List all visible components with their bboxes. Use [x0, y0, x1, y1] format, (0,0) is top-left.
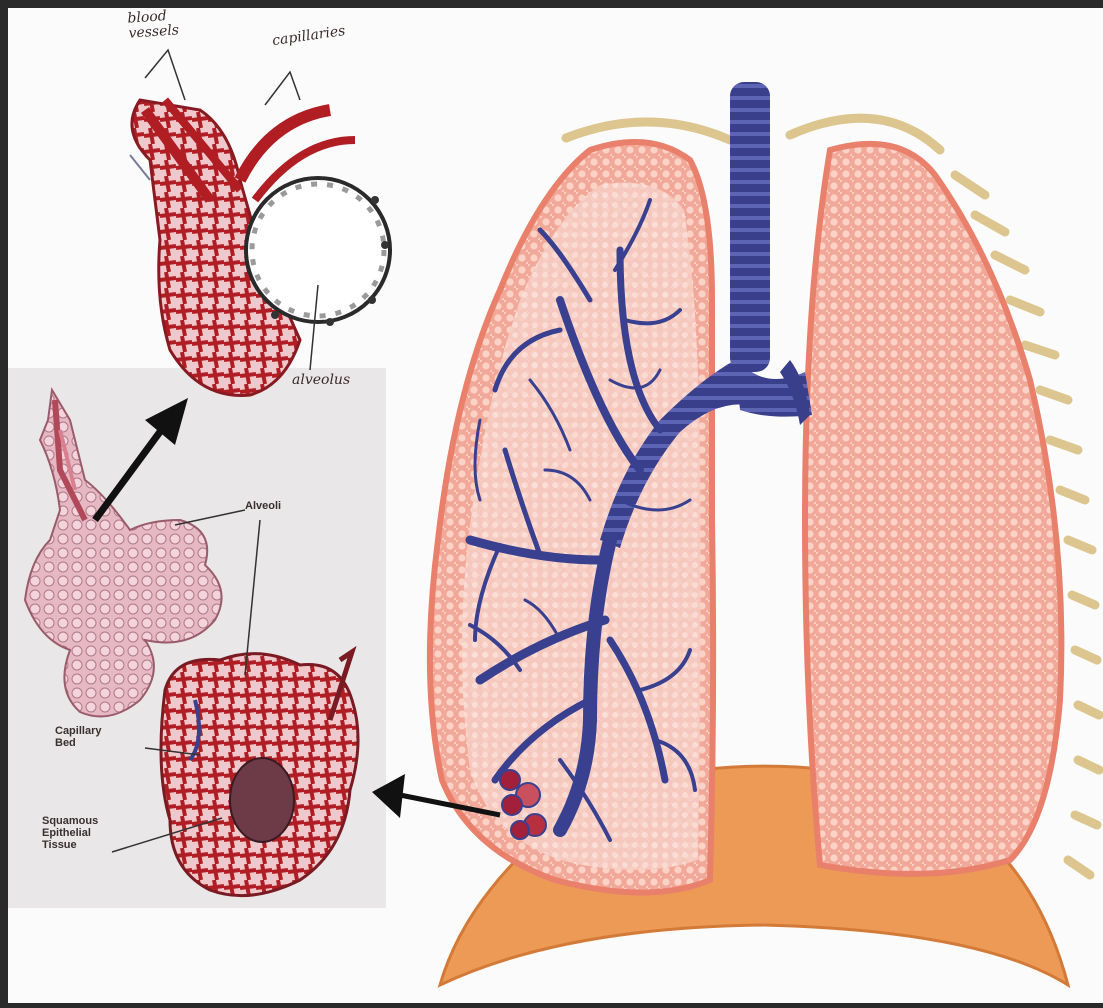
label-alveoli: Alveoli [245, 500, 281, 512]
label-blood-vessels: blood vessels [127, 8, 179, 41]
label-capillary-bed: Capillary Bed [55, 725, 101, 749]
label-alveolus: alveolus [292, 372, 350, 388]
label-squamous-epithelial-tissue: Squamous Epithelial Tissue [42, 815, 98, 851]
